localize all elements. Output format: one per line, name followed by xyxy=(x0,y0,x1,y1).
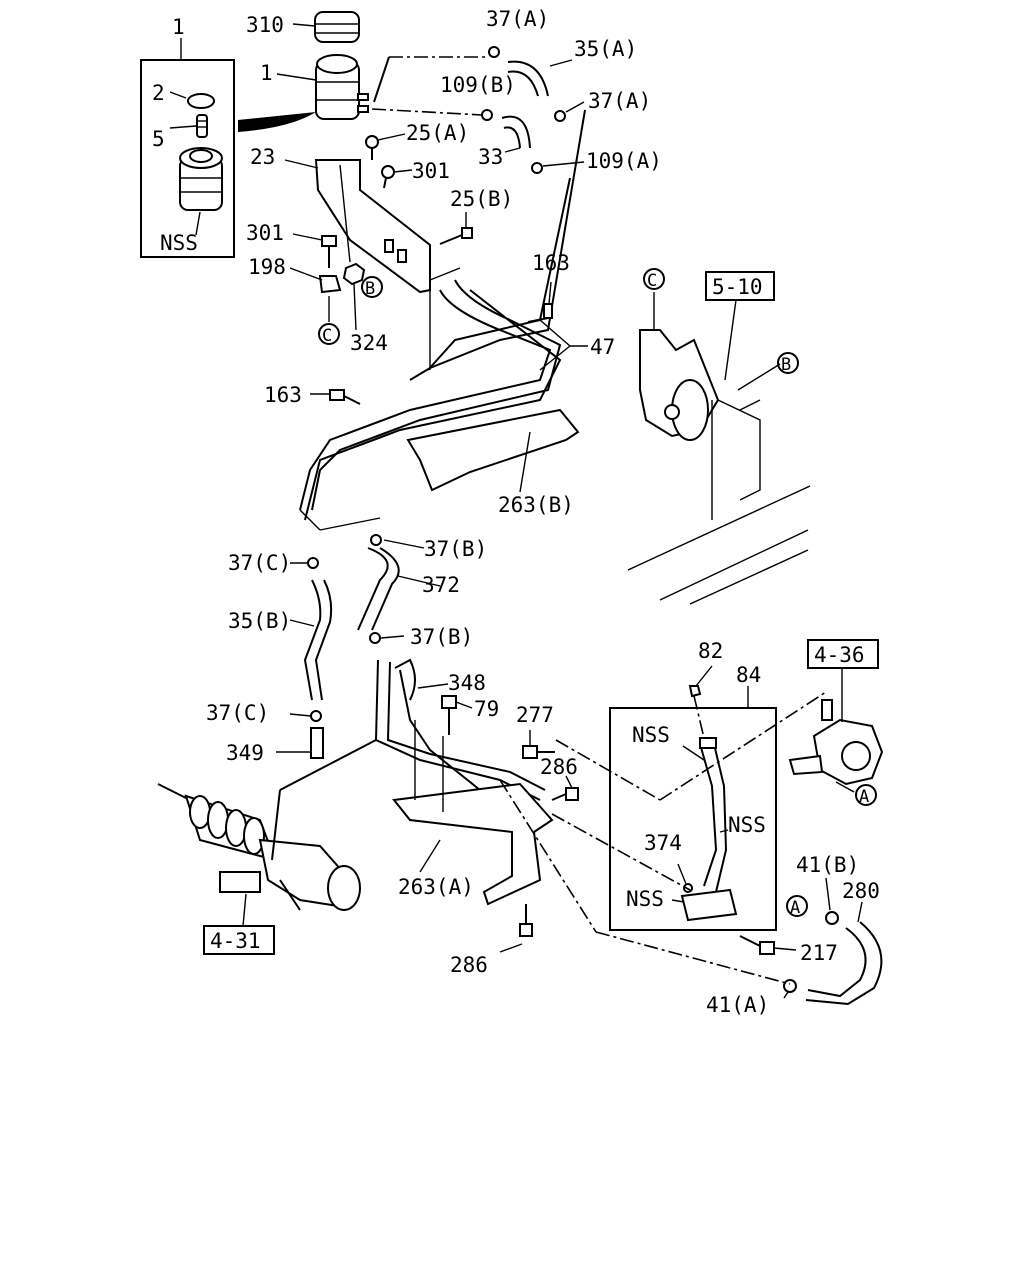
callout-301-upper: 301 xyxy=(412,159,450,183)
callout-1-kit: 1 xyxy=(172,15,185,39)
callout-41a: 41(A) xyxy=(706,993,769,1017)
ref-4-31: 4-31 xyxy=(210,929,261,953)
callout-35b: 35(B) xyxy=(228,609,291,633)
callout-84: 84 xyxy=(736,663,761,687)
callout-37c-upper: 37(C) xyxy=(228,551,291,575)
callout-25b: 25(B) xyxy=(450,187,513,211)
ref-box-4-36 xyxy=(807,639,879,669)
callout-277: 277 xyxy=(516,703,554,727)
marker-b-2: B xyxy=(777,352,799,375)
callout-37c-lower: 37(C) xyxy=(206,701,269,725)
lower-pipe-assembly xyxy=(374,658,579,953)
callout-47: 47 xyxy=(590,335,615,359)
callout-35a: 35(A) xyxy=(574,37,637,61)
callout-163-upper: 163 xyxy=(532,251,570,275)
upper-hoses xyxy=(371,46,585,174)
ref-5-10: 5-10 xyxy=(712,275,763,299)
callout-324: 324 xyxy=(350,331,388,355)
callout-25a: 25(A) xyxy=(406,121,469,145)
svg-text:C: C xyxy=(647,271,657,291)
callout-286-lower: 286 xyxy=(450,953,488,977)
svg-text:C: C xyxy=(322,326,332,346)
callout-109b: 109(B) xyxy=(440,73,516,97)
callout-286-upper: 286 xyxy=(540,755,578,779)
callout-263a: 263(A) xyxy=(398,875,474,899)
callout-nss-3: NSS xyxy=(626,887,664,911)
steering-gear xyxy=(157,739,377,927)
callout-37b-upper: 37(B) xyxy=(424,537,487,561)
reservoir-assembly xyxy=(238,11,473,331)
marker-a-2: A xyxy=(786,895,808,918)
callout-217: 217 xyxy=(800,941,838,965)
callout-301-lower: 301 xyxy=(246,221,284,245)
ref-box-4-31 xyxy=(203,925,275,955)
callout-349: 349 xyxy=(226,741,264,765)
callout-2: 2 xyxy=(152,81,165,105)
ref-4-36: 4-36 xyxy=(814,643,865,667)
callout-109a: 109(A) xyxy=(586,149,662,173)
pipe-assembly-47 xyxy=(299,109,588,531)
hose-280 xyxy=(499,779,883,1006)
callout-310: 310 xyxy=(246,13,284,37)
callout-348: 348 xyxy=(448,671,486,695)
svg-text:A: A xyxy=(790,898,800,918)
callout-37a-1: 37(A) xyxy=(486,7,549,31)
svg-text:A: A xyxy=(859,787,869,807)
return-hoses xyxy=(276,534,441,759)
ref-box-5-10 xyxy=(705,271,775,301)
callout-263b: 263(B) xyxy=(498,493,574,517)
power-steering-pump xyxy=(551,668,884,891)
callout-nss-1: NSS xyxy=(632,723,670,747)
svg-text:B: B xyxy=(365,279,375,299)
svg-text:B: B xyxy=(781,355,791,375)
marker-b-1: B xyxy=(361,276,383,299)
callout-41b: 41(B) xyxy=(796,853,859,877)
callout-372: 372 xyxy=(422,573,460,597)
callout-nss-2: NSS xyxy=(728,813,766,837)
marker-c-2: C xyxy=(643,268,665,291)
callout-5: 5 xyxy=(152,127,165,151)
callout-37b-lower: 37(B) xyxy=(410,625,473,649)
callout-374: 374 xyxy=(644,831,682,855)
callout-nss-inset: NSS xyxy=(160,231,198,255)
callout-280: 280 xyxy=(842,879,880,903)
callout-163-lower: 163 xyxy=(264,383,302,407)
callout-82: 82 xyxy=(698,639,723,663)
marker-a-1: A xyxy=(855,784,877,807)
callout-1-tank: 1 xyxy=(260,61,273,85)
callout-79: 79 xyxy=(474,697,499,721)
marker-c-1: C xyxy=(318,323,340,346)
mounting-reference-view xyxy=(627,292,811,605)
callout-198: 198 xyxy=(248,255,286,279)
suction-hose-kit xyxy=(555,665,827,931)
callout-33: 33 xyxy=(478,145,503,169)
callout-37a-2: 37(A) xyxy=(588,89,651,113)
reservoir-kit-inset xyxy=(140,38,235,258)
callout-23: 23 xyxy=(250,145,275,169)
